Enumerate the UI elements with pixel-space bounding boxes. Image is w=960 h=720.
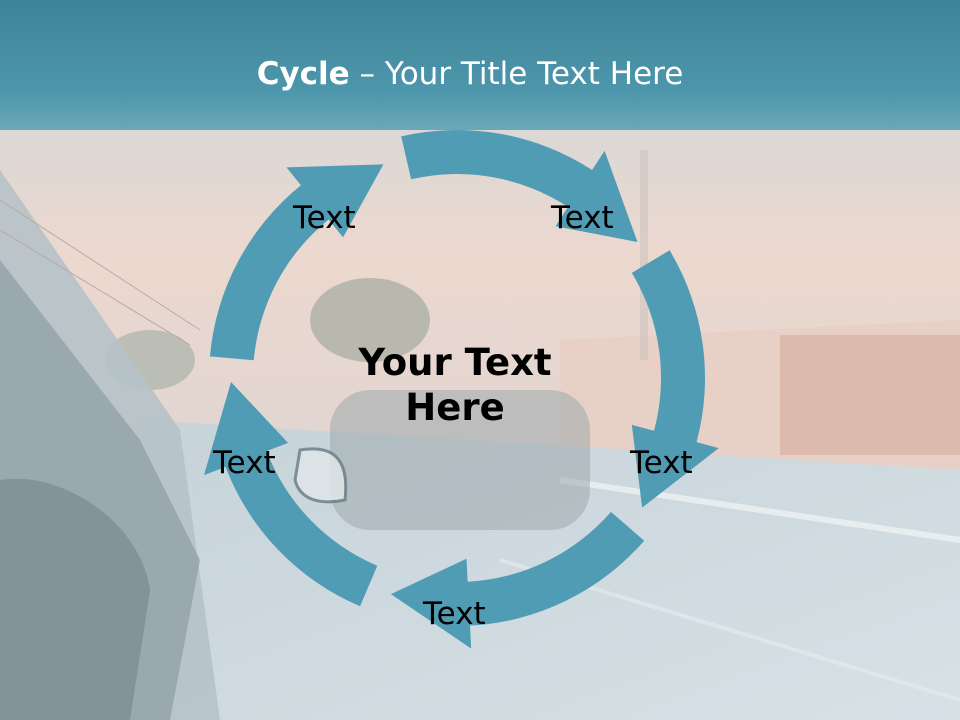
cycle-arrow-left — [209, 164, 384, 361]
title-bold: Cycle — [256, 56, 350, 92]
center-text-line2: Here — [405, 386, 505, 429]
cycle-label-right: Text — [630, 445, 693, 481]
cycle-arrow-lower-right — [390, 511, 645, 649]
slide-title: Cycle – Your Title Text Here — [0, 56, 940, 92]
title-band — [0, 0, 960, 130]
title-rest: – Your Title Text Here — [349, 56, 684, 92]
cycle-label-top-right: Text — [551, 200, 614, 236]
center-text-line1: Your Text — [358, 341, 552, 384]
center-text: Your Text Here — [330, 340, 580, 430]
cycle-label-top-left: Text — [293, 200, 356, 236]
cycle-label-left: Text — [213, 445, 276, 481]
cycle-arrow-bottom — [203, 381, 378, 607]
cycle-label-bottom: Text — [423, 596, 486, 632]
cycle-arrow-top — [401, 129, 638, 242]
cycle-arrow-upper-right — [631, 250, 719, 508]
